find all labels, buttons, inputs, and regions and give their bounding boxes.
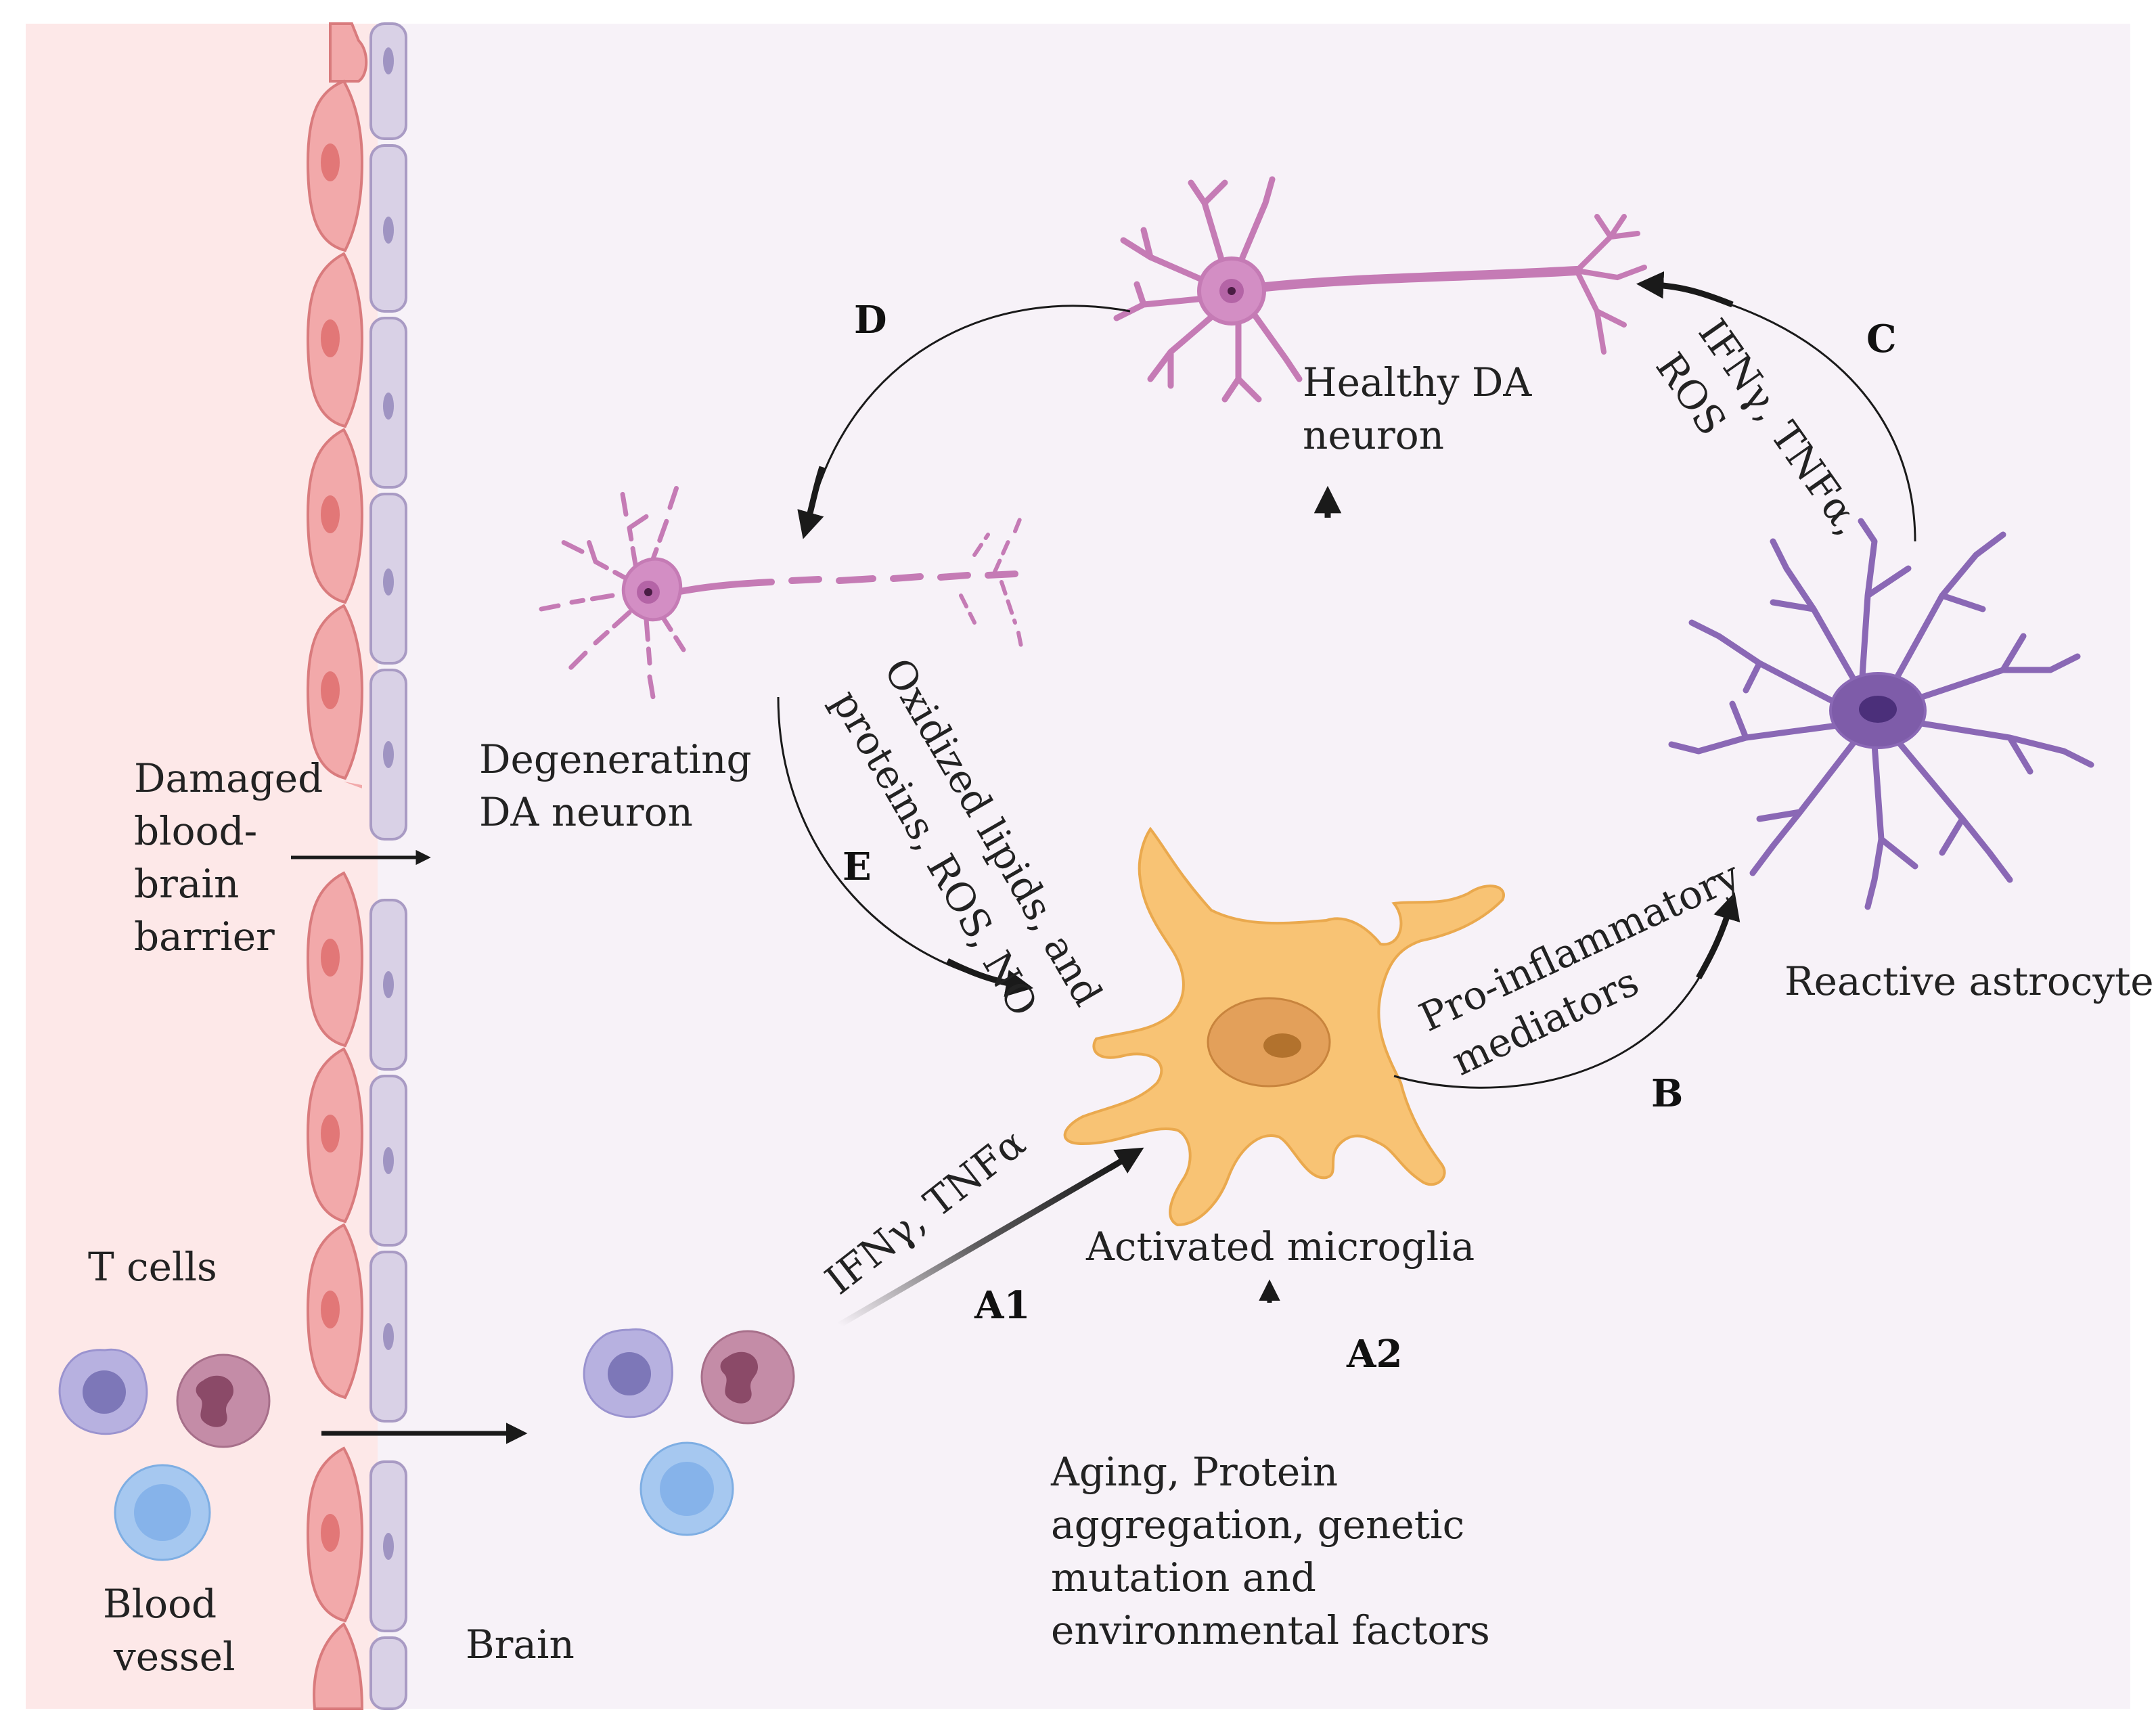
endothelial-nucleus	[321, 1514, 340, 1552]
neuron-nucleolus	[644, 588, 652, 596]
t-cells-in-brain	[583, 1328, 795, 1536]
step-a2-label: A2	[1346, 1332, 1402, 1377]
arrow-c-head	[1636, 271, 1734, 308]
endothelial-nucleus	[321, 143, 340, 181]
t-cells-in-vessel	[58, 1348, 271, 1561]
activated-microglia	[1063, 826, 1505, 1227]
step-c-label: C	[1866, 317, 1897, 361]
contributing-factors-label: Aging, Protein	[1050, 1449, 1338, 1495]
healthy-neuron-label: Healthy DA	[1303, 359, 1532, 405]
brain-label: Brain	[466, 1621, 575, 1668]
bbb-label: Damaged	[134, 755, 323, 801]
astrocyte-nucleus	[1859, 696, 1897, 723]
pericyte-nucleus	[383, 741, 394, 768]
degenerating-da-neuron	[539, 485, 1024, 700]
t-cells-label: T cells	[88, 1244, 217, 1290]
bbb-label: blood-	[134, 808, 257, 854]
pericyte-cell	[369, 1636, 407, 1710]
neuron-nucleolus	[1228, 287, 1236, 295]
blood-brain-barrier-bottom	[306, 871, 407, 1710]
blood-brain-barrier-top	[306, 22, 407, 841]
healthy-da-neuron	[1113, 176, 1647, 403]
t-cell-nucleus	[134, 1484, 191, 1541]
t-cell-nucleus	[660, 1462, 714, 1516]
t-cell-nucleus	[83, 1370, 126, 1414]
step-a1-label: A1	[974, 1283, 1030, 1328]
arrow-b-head	[1696, 892, 1740, 980]
healthy-neuron-label: neuron	[1303, 412, 1444, 458]
microglia-nucleolus	[1263, 1033, 1301, 1058]
contributing-factors-label: aggregation, genetic	[1051, 1502, 1464, 1548]
endothelial-cell	[344, 782, 362, 788]
endothelial-nucleus	[321, 319, 340, 357]
axon-terminal	[1574, 214, 1647, 355]
endothelial-cell	[329, 22, 368, 83]
endothelial-nucleus	[321, 1115, 340, 1153]
pericyte-nucleus	[383, 1147, 394, 1174]
endothelial-cell	[313, 1622, 364, 1710]
arrow-a1-head	[1108, 1147, 1144, 1173]
degenerating-neuron-label: DA neuron	[479, 789, 693, 835]
pericyte-nucleus	[383, 971, 394, 998]
step-d-label: D	[854, 298, 887, 342]
neuron-axon-fragmented	[673, 570, 1018, 596]
activated-microglia-label: Activated microglia	[1085, 1224, 1475, 1270]
pericyte-nucleus	[383, 1323, 394, 1350]
arrow-d-head	[797, 466, 826, 539]
pericyte-nucleus	[383, 393, 394, 420]
arrows	[291, 271, 1916, 1444]
arrow-a1	[837, 1161, 1119, 1328]
axon-terminal-fragmented	[959, 512, 1024, 652]
blood-vessel-label: vessel	[113, 1634, 235, 1680]
pericyte-nucleus	[383, 568, 394, 596]
endothelial-nucleus	[321, 1291, 340, 1328]
step-e-label: E	[843, 845, 872, 889]
blood-vessel-label: Blood	[103, 1581, 217, 1627]
pericyte-nucleus	[383, 1533, 394, 1560]
t-cell-nucleus	[720, 1351, 758, 1404]
endothelial-nucleus	[321, 495, 340, 533]
t-cell-nucleus	[196, 1375, 233, 1427]
astrocyte-processes	[1668, 518, 2094, 910]
pericyte-nucleus	[383, 217, 394, 244]
bbb-label: brain	[134, 861, 239, 907]
contributing-factors-label: environmental factors	[1051, 1607, 1490, 1653]
t-cell-nucleus	[608, 1352, 651, 1395]
reactive-astrocyte	[1668, 518, 2094, 910]
pericyte-nucleus	[383, 47, 394, 74]
pericyte-cell	[369, 22, 407, 140]
degenerating-neuron-label: Degenerating	[479, 736, 752, 782]
neuron-axon	[1254, 266, 1581, 292]
arrow-d	[807, 305, 1131, 522]
endothelial-nucleus	[321, 671, 340, 709]
arrow-e-head	[945, 958, 1033, 997]
neuron-dendrite-fragmented	[539, 485, 686, 700]
contributing-factors-label: mutation and	[1051, 1554, 1316, 1601]
reactive-astrocyte-label: Reactive astrocyte	[1784, 958, 2154, 1004]
endothelial-nucleus	[321, 939, 340, 977]
neuron-dendrite	[1113, 176, 1303, 403]
bbb-label: barrier	[134, 914, 275, 960]
step-b-label: B	[1651, 1071, 1683, 1116]
